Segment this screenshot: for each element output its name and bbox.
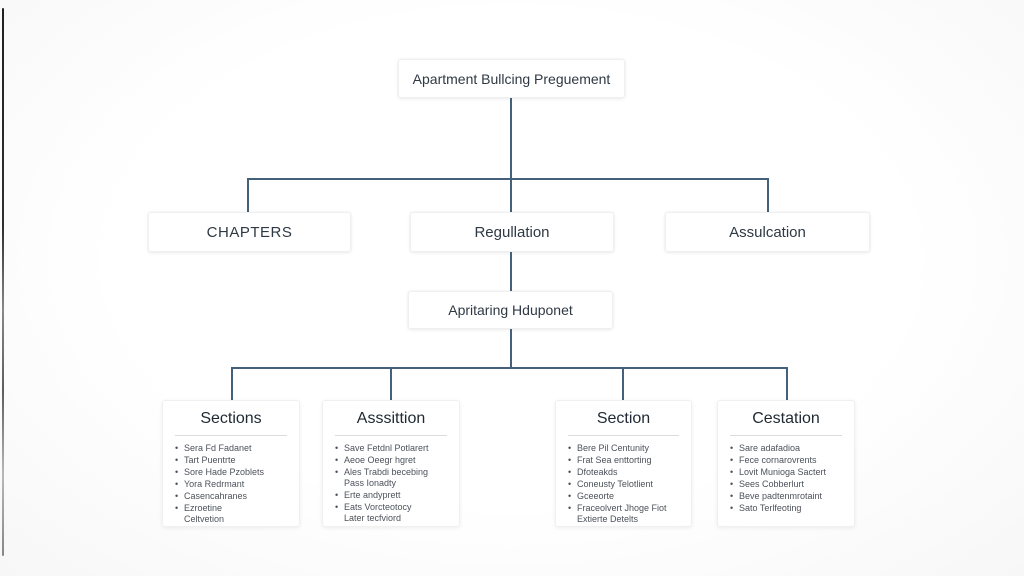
connector-level2-rail [247, 178, 769, 180]
connector-drop-regullation [510, 178, 512, 212]
list-item: Frat Sea enttorting [568, 455, 679, 466]
connector-drop-section3 [622, 367, 624, 400]
connector-drop-section2 [390, 367, 392, 400]
list-item: Lovit Munioga Sactert [730, 467, 842, 478]
list-item: Sees Cobberlurt [730, 479, 842, 490]
section-title: Sections [200, 410, 262, 427]
section-title: Asssittion [356, 410, 426, 427]
list-item: Sare adafadioa [730, 443, 842, 454]
section-box-sections: Sections Sera Fd Fadanet Tart Puentrte S… [162, 400, 300, 527]
list-item: Erte andyprett [335, 490, 447, 501]
node-mid-label: Apritaring Hduponet [448, 302, 573, 318]
list-item: Dfoteakds [568, 467, 679, 478]
list-item: Ezroetine Celtvetion [175, 503, 287, 525]
list-item: Bere Pil Centunity [568, 443, 679, 454]
section-title: Cestation [752, 410, 820, 427]
connector-drop-assulcation [767, 178, 769, 212]
list-item: Coneusty Telotlient [568, 479, 679, 490]
node-assulcation: Assulcation [665, 212, 870, 252]
section-divider [175, 435, 287, 436]
list-item: Tart Puentrte [175, 455, 287, 466]
node-root-label: Apartment Bullcing Preguement [412, 70, 611, 87]
section-bullet-list: Save Fetdnl Potlarert Aeoe Oeegr hgret A… [335, 443, 447, 524]
list-item: Save Fetdnl Potlarert [335, 443, 447, 454]
connector-mid-stem-top [510, 252, 512, 291]
section-box-asssittion: Asssittion Save Fetdnl Potlarert Aeoe Oe… [322, 400, 460, 527]
node-chapters: CHAPTERS [148, 212, 351, 252]
node-regullation-label: Regullation [474, 223, 550, 241]
node-root: Apartment Bullcing Preguement [398, 59, 625, 98]
connector-root-stem [510, 98, 512, 179]
connector-mid-stem-bottom [510, 329, 512, 368]
section-divider [568, 435, 679, 436]
section-bullet-list: Bere Pil Centunity Frat Sea enttorting D… [568, 443, 679, 525]
connector-drop-section4 [786, 367, 788, 400]
node-mid: Apritaring Hduponet [408, 291, 613, 329]
list-item: Fraceolvert Jhoge Fiot Extierte Detelts [568, 503, 679, 525]
list-item: Yora Redrmant [175, 479, 287, 490]
section-title: Section [596, 410, 651, 427]
list-item: Sera Fd Fadanet [175, 443, 287, 454]
list-item: Fece cornarovrents [730, 455, 842, 466]
list-item: Gceeorte [568, 491, 679, 502]
connector-sections-rail [231, 367, 788, 369]
section-box-section: Section Bere Pil Centunity Frat Sea entt… [555, 400, 692, 527]
left-edge-artifact [2, 8, 4, 556]
connector-drop-section1 [231, 367, 233, 400]
node-regullation: Regullation [410, 212, 614, 252]
list-item: Sore Hade Pzoblets [175, 467, 287, 478]
node-assulcation-label: Assulcation [729, 223, 806, 241]
connector-drop-chapters [247, 178, 249, 212]
section-bullet-list: Sera Fd Fadanet Tart Puentrte Sore Hade … [175, 443, 287, 525]
list-item: Ales Trabdi becebing Pass Ionadty [335, 467, 447, 489]
list-item: Casencahranes [175, 491, 287, 502]
list-item: Eats Vorcteotocy Later tecfviord [335, 502, 447, 524]
section-box-cestation: Cestation Sare adafadioa Fece cornarovre… [717, 400, 855, 527]
section-divider [335, 435, 447, 436]
list-item: Sato Terlfeoting [730, 503, 842, 514]
node-chapters-label: CHAPTERS [206, 223, 293, 241]
section-bullet-list: Sare adafadioa Fece cornarovrents Lovit … [730, 443, 842, 514]
list-item: Aeoe Oeegr hgret [335, 455, 447, 466]
section-divider [730, 435, 842, 436]
list-item: Beve padtenmrotaint [730, 491, 842, 502]
